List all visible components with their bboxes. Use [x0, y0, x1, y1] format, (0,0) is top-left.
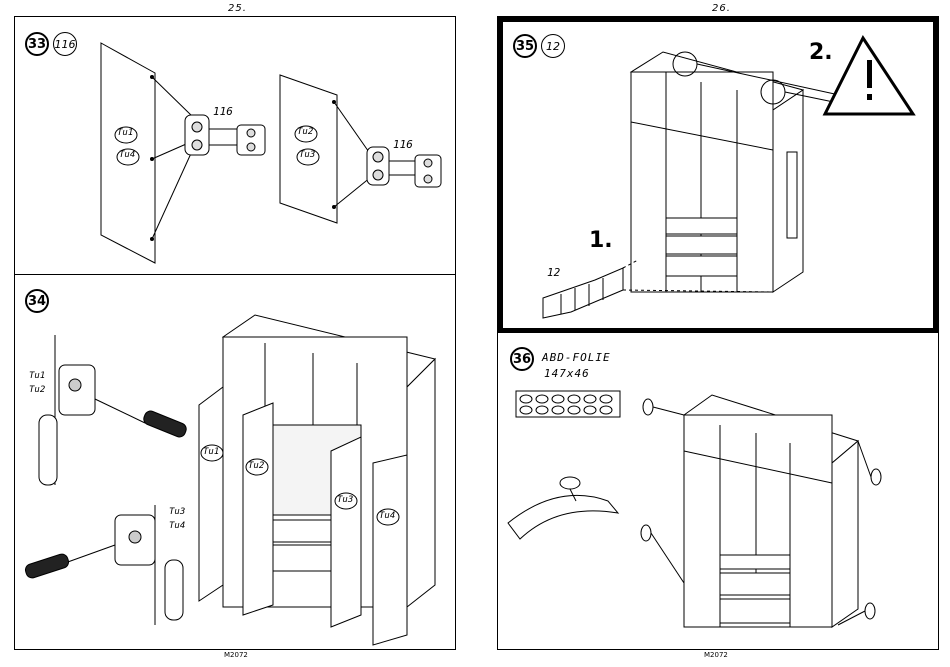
- page-number-right: 26.: [712, 3, 731, 14]
- doc-id-right: M2072: [704, 651, 728, 659]
- door-label: Tu3: [337, 495, 353, 505]
- door-label: Tu3: [299, 150, 315, 160]
- step-33-panel: 33 116: [15, 17, 455, 275]
- hinge-door-label: Tu2: [29, 385, 45, 395]
- left-page: 33 116: [14, 16, 456, 650]
- hinge-label: 116: [213, 105, 233, 118]
- hinge-door-label: Tu1: [29, 371, 45, 381]
- page-number-left: 25.: [228, 3, 247, 14]
- right-page: 35 12: [497, 16, 939, 650]
- step-marker-2: 2.: [809, 40, 833, 65]
- door-label: Tu1: [203, 447, 219, 457]
- door-label: Tu1: [117, 128, 133, 138]
- door-label: Tu2: [248, 461, 264, 471]
- door-label: Tu4: [379, 511, 395, 521]
- step-35-panel: 35 12: [498, 17, 938, 333]
- hinge-door-label: Tu4: [169, 521, 185, 531]
- step-35-illustration: [503, 22, 935, 328]
- step-34-panel: 34: [15, 275, 455, 651]
- step-marker-1: 1.: [589, 228, 613, 253]
- door-label: Tu4: [119, 150, 135, 160]
- hinge-label: 116: [393, 138, 413, 151]
- step-36-illustration: [498, 333, 938, 651]
- step-36-panel: 36 ABD-FOLIE 147x46: [498, 333, 938, 651]
- step-34-illustration: [15, 275, 455, 651]
- doc-id-left: M2072: [224, 651, 248, 659]
- hinge-door-label: Tu3: [169, 507, 185, 517]
- step-33-illustration: [15, 17, 455, 275]
- door-label: Tu2: [297, 127, 313, 137]
- part-quantity-label: 12: [547, 266, 560, 279]
